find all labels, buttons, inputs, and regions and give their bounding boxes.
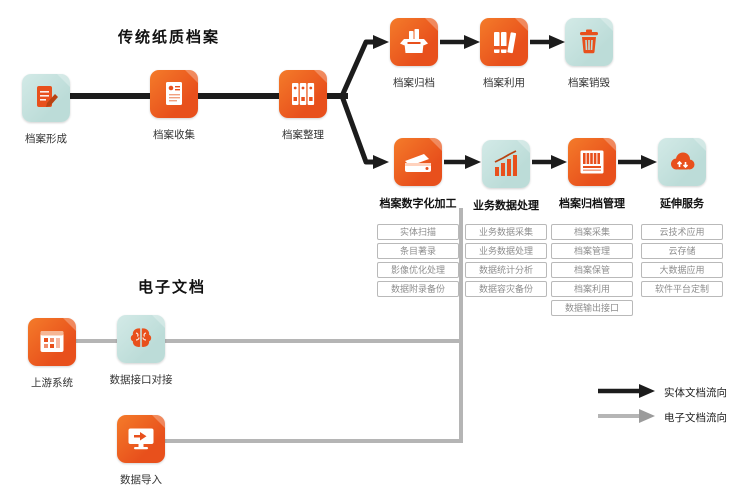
node-label: 上游系统 <box>31 377 73 389</box>
node-label: 档案整理 <box>282 129 324 141</box>
archive-box-icon <box>390 18 438 66</box>
node-extended: 延伸服务 <box>634 138 730 211</box>
sub-item: 数据容灾备份 <box>465 281 547 297</box>
sub-item: 档案利用 <box>551 281 633 297</box>
cloud-icon <box>658 138 706 186</box>
sub-item: 档案采集 <box>551 224 633 240</box>
scanner-icon <box>394 138 442 186</box>
file-shelf-icon <box>568 138 616 186</box>
node-business: 业务数据处理 <box>458 140 554 213</box>
node-label: 数据接口对接 <box>109 374 173 386</box>
monitor-import-icon <box>117 415 165 463</box>
legend-electronic-label: 电子文档流向 <box>664 412 727 424</box>
section-title-paper: 传统纸质档案 <box>118 29 221 46</box>
sub-item: 业务数据采集 <box>465 224 547 240</box>
sublist-digitization: 实体扫描 条目著录 影像优化处理 数据附录备份 <box>377 224 459 297</box>
document-write-icon <box>22 74 70 122</box>
sub-item: 云技术应用 <box>641 224 723 240</box>
node-label: 档案数字化加工 <box>379 198 457 210</box>
node-formation: 档案形成 <box>0 74 94 146</box>
sub-item: 条目著录 <box>377 243 459 259</box>
sub-item: 影像优化处理 <box>377 262 459 278</box>
binders-icon <box>279 70 327 118</box>
sublist-business: 业务数据采集 业务数据处理 数据统计分析 数据容灾备份 <box>465 224 547 297</box>
trash-icon <box>565 18 613 66</box>
node-label: 数据导入 <box>120 474 162 486</box>
node-label: 档案销毁 <box>568 77 610 89</box>
node-label: 档案收集 <box>153 129 195 141</box>
node-organization: 档案整理 <box>255 70 351 142</box>
node-utilization: 档案利用 <box>456 18 552 90</box>
node-digitization: 档案数字化加工 <box>370 138 466 211</box>
sub-item: 数据输出接口 <box>551 300 633 316</box>
node-label: 档案形成 <box>25 133 67 145</box>
node-import: 数据导入 <box>93 415 189 487</box>
sub-item: 档案管理 <box>551 243 633 259</box>
sub-item: 实体扫描 <box>377 224 459 240</box>
legend-physical-label: 实体文档流向 <box>664 387 727 399</box>
sub-item: 数据统计分析 <box>465 262 547 278</box>
node-upstream: 上游系统 <box>4 318 100 390</box>
document-collect-icon <box>150 70 198 118</box>
sub-item: 数据附录备份 <box>377 281 459 297</box>
sub-item: 云存储 <box>641 243 723 259</box>
node-label: 档案归档 <box>393 77 435 89</box>
section-title-electronic: 电子文档 <box>138 279 207 296</box>
sublist-extended: 云技术应用 云存储 大数据应用 软件平台定制 <box>641 224 723 297</box>
node-interface: 数据接口对接 <box>93 315 189 387</box>
sublist-archive-mgmt: 档案采集 档案管理 档案保管 档案利用 数据输出接口 <box>551 224 633 316</box>
sub-item: 大数据应用 <box>641 262 723 278</box>
books-icon <box>480 18 528 66</box>
node-filing: 档案归档 <box>366 18 462 90</box>
node-label: 档案利用 <box>483 77 525 89</box>
node-collection: 档案收集 <box>126 70 222 142</box>
node-archive-mgmt: 档案归档管理 <box>544 138 640 211</box>
brain-icon <box>117 315 165 363</box>
sub-item: 业务数据处理 <box>465 243 547 259</box>
sub-item: 软件平台定制 <box>641 281 723 297</box>
node-destruction: 档案销毁 <box>541 18 637 90</box>
sub-item: 档案保管 <box>551 262 633 278</box>
node-label: 延伸服务 <box>660 198 704 210</box>
node-label: 业务数据处理 <box>473 200 539 212</box>
terminal-icon <box>28 318 76 366</box>
bar-chart-icon <box>482 140 530 188</box>
node-label: 档案归档管理 <box>559 198 625 210</box>
